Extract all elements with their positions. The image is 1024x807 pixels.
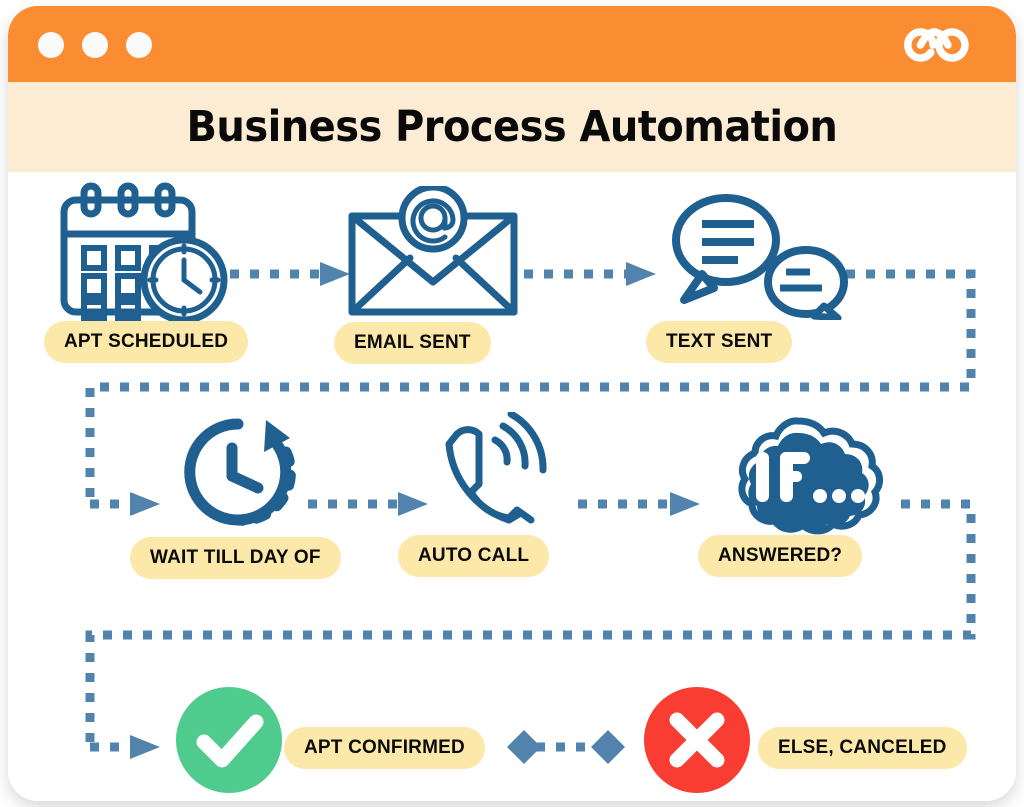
arrowhead-to-email — [320, 262, 350, 286]
phone-ringing-icon — [445, 412, 547, 524]
node-text-sent[interactable]: TEXT SENT — [646, 182, 868, 363]
cloud-outer-scallop — [738, 417, 883, 535]
node-else-canceled[interactable]: ELSE, CANCELED — [642, 685, 982, 801]
arrowhead-to-call — [398, 492, 428, 516]
diamond-left — [507, 730, 541, 764]
arrowhead-to-text — [626, 262, 656, 286]
label-email-sent: EMAIL SENT — [334, 322, 491, 364]
check-circle-icon — [176, 687, 282, 793]
label-answered: ANSWERED? — [698, 535, 863, 577]
page-title: Business Process Automation — [186, 102, 838, 152]
window-dot-2[interactable] — [82, 32, 108, 58]
label-wait-till-day-of: WAIT TILL DAY OF — [130, 537, 341, 579]
co-infinity-logo — [904, 28, 969, 62]
window-dot-1[interactable] — [38, 32, 64, 58]
node-apt-scheduled[interactable]: APT SCHEDULED — [44, 182, 262, 363]
node-apt-confirmed[interactable]: APT CONFIRMED — [174, 685, 504, 801]
if-cloud-icon — [738, 417, 883, 535]
window-controls — [38, 32, 152, 58]
connector-layer — [85, 262, 976, 764]
arrowhead-to-confirmed — [130, 735, 160, 759]
arrowhead-to-answered — [670, 492, 700, 516]
window-dot-3[interactable] — [126, 32, 152, 58]
label-auto-call: AUTO CALL — [398, 535, 550, 577]
chat-bubbles-icon — [672, 193, 849, 320]
label-apt-confirmed: APT CONFIRMED — [284, 727, 485, 769]
calendar-clock-icon — [60, 182, 228, 322]
node-email-sent[interactable]: EMAIL SENT — [334, 186, 548, 366]
label-text-sent: TEXT SENT — [646, 321, 793, 363]
flow-canvas: APT SCHEDULED — [8, 172, 1016, 801]
diamond-right — [591, 730, 625, 764]
node-wait-till-day-of[interactable]: WAIT TILL DAY OF — [130, 414, 378, 594]
app-window: Business Process Automation — [8, 6, 1016, 801]
arrowhead-to-wait — [130, 492, 160, 516]
arrowheads — [130, 262, 700, 764]
node-auto-call[interactable]: AUTO CALL — [398, 412, 643, 592]
page-title-banner: Business Process Automation — [8, 82, 1016, 172]
clock-arrow-icon — [184, 418, 296, 526]
node-answered[interactable]: ANSWERED? — [698, 417, 928, 597]
window-titlebar — [8, 6, 1016, 82]
label-apt-scheduled: APT SCHEDULED — [44, 321, 249, 363]
x-circle-icon — [644, 687, 750, 793]
label-else-canceled: ELSE, CANCELED — [758, 727, 967, 769]
if-text — [756, 452, 865, 503]
envelope-at-icon — [348, 186, 518, 316]
conn-answered-to-confirmed — [85, 499, 976, 747]
conn-text-to-wait — [85, 269, 976, 504]
